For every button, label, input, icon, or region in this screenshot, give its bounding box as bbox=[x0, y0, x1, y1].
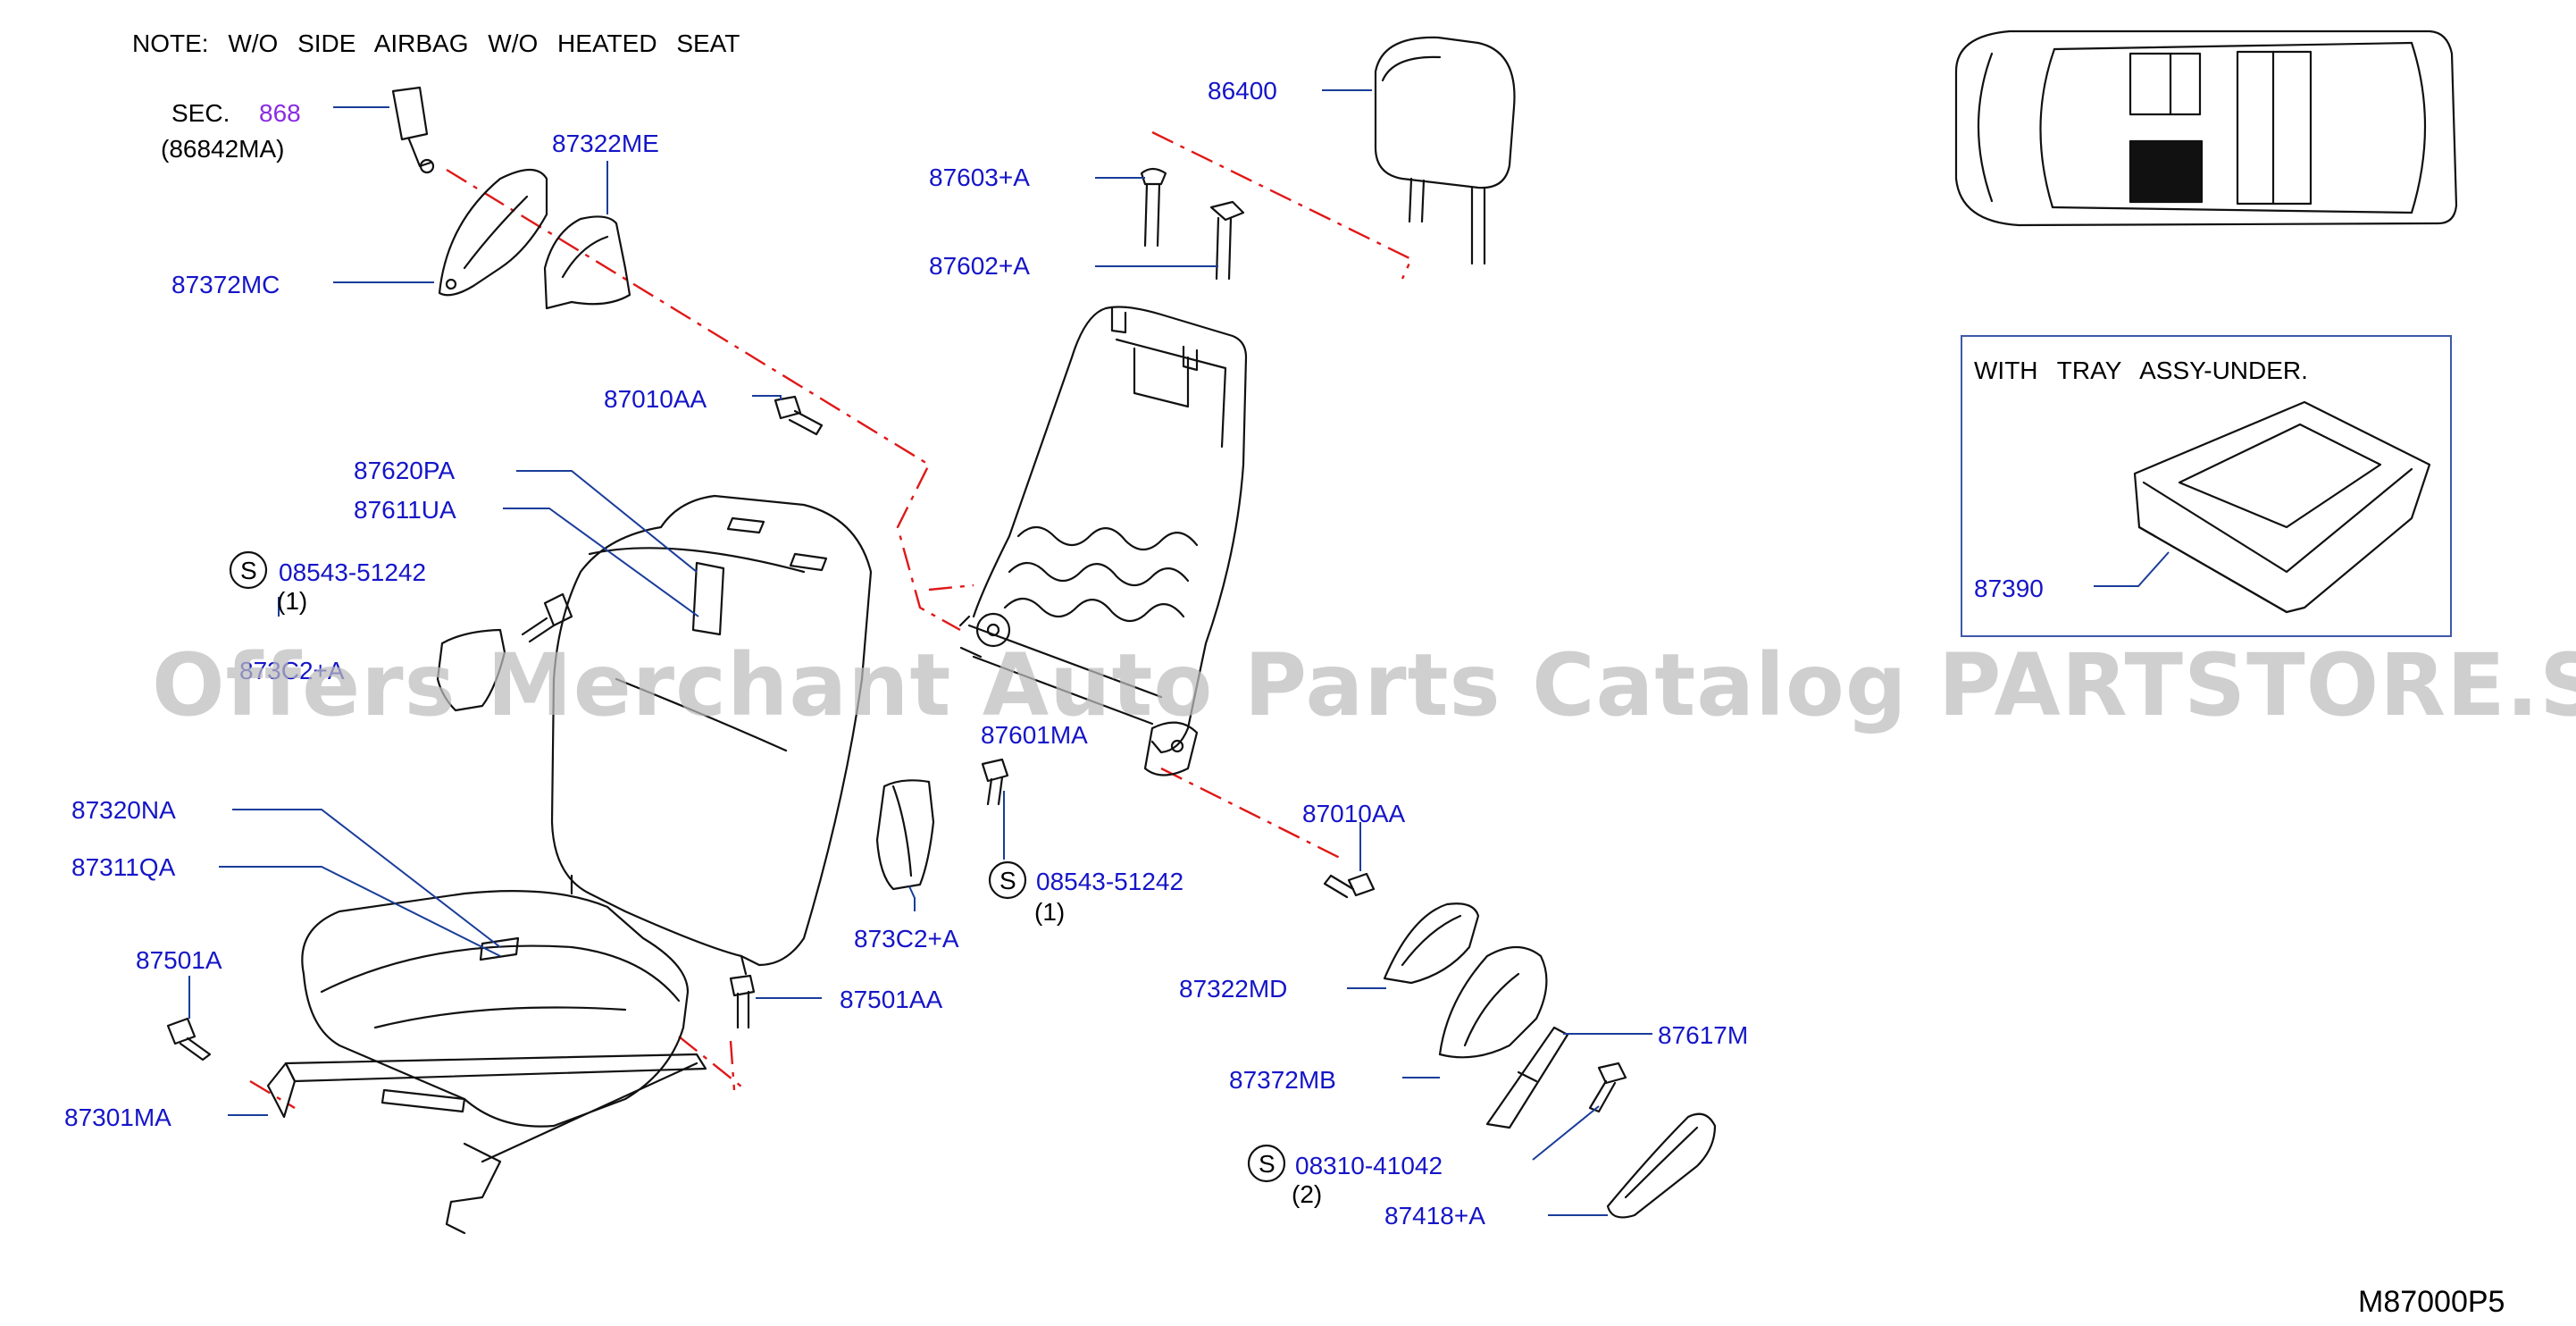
seatback-frame[interactable] bbox=[958, 306, 1248, 776]
screw-08543-mid[interactable] bbox=[981, 758, 1009, 806]
label-87372mb[interactable]: 87372MB bbox=[1229, 1066, 1336, 1094]
qty-08543-mid: (1) bbox=[1034, 898, 1065, 926]
screw-08310[interactable] bbox=[1588, 1062, 1627, 1113]
label-87601ma[interactable]: 87601MA bbox=[981, 721, 1088, 749]
label-87501a[interactable]: 87501A bbox=[136, 946, 222, 974]
label-87320na[interactable]: 87320NA bbox=[71, 796, 176, 824]
inner-cover-87372mc[interactable] bbox=[438, 168, 548, 297]
screw-symbol-bottom bbox=[1247, 1144, 1286, 1183]
part-labels: 86400 87603+A 87602+A 87322ME 87372MC 87… bbox=[64, 77, 2044, 1229]
label-87010aa-mid[interactable]: 87010AA bbox=[1302, 800, 1406, 827]
screw-symbol-mid-letter: S bbox=[999, 867, 1016, 894]
screw-symbol-top bbox=[229, 550, 268, 590]
note-text: NOTE: W/O SIDE AIRBAG W/O HEATED SEAT bbox=[132, 29, 740, 57]
tray-inset-box bbox=[1961, 335, 2452, 637]
bolt-87501a[interactable] bbox=[166, 1017, 212, 1062]
screw-08543-top[interactable] bbox=[521, 592, 573, 643]
under-tray-87390[interactable] bbox=[2133, 400, 2431, 614]
bolt-87010aa-top[interactable] bbox=[774, 395, 824, 436]
label-87501aa[interactable]: 87501AA bbox=[840, 986, 943, 1013]
label-86400[interactable]: 86400 bbox=[1208, 77, 1277, 105]
cover-873c2a[interactable] bbox=[875, 779, 935, 891]
label-08543-mid[interactable]: 08543-51242 bbox=[1036, 868, 1183, 895]
headrest-guide-parts[interactable] bbox=[1140, 167, 1245, 281]
qty-08543-top: (1) bbox=[277, 587, 307, 615]
screw-symbol-mid bbox=[988, 860, 1027, 900]
label-87301ma[interactable]: 87301MA bbox=[64, 1104, 171, 1131]
seat-rails[interactable] bbox=[266, 1053, 707, 1235]
label-87372mc[interactable]: 87372MC bbox=[171, 271, 280, 298]
sec-number-link[interactable]: 868 bbox=[259, 99, 301, 127]
label-08310[interactable]: 08310-41042 bbox=[1295, 1152, 1443, 1179]
vehicle-top-view bbox=[1954, 29, 2458, 227]
label-873c2a-hidden[interactable]: 873C2+A bbox=[239, 657, 345, 684]
label-87418a[interactable]: 87418+A bbox=[1384, 1202, 1485, 1229]
screw-symbol-top-letter: S bbox=[240, 557, 257, 584]
seat-belt-buckle[interactable] bbox=[391, 86, 435, 174]
qty-08310: (2) bbox=[1292, 1180, 1322, 1208]
label-873c2a[interactable]: 873C2+A bbox=[854, 925, 959, 953]
inset-title: WITH TRAY ASSY-UNDER. bbox=[1974, 357, 2308, 384]
label-87620pa[interactable]: 87620PA bbox=[354, 457, 455, 484]
bolt-87501aa[interactable] bbox=[729, 974, 756, 1029]
finisher-87322md[interactable] bbox=[1383, 902, 1480, 985]
seat-cushion[interactable] bbox=[301, 890, 690, 1128]
label-87010aa-top[interactable]: 87010AA bbox=[604, 385, 707, 413]
bolt-87010aa-mid[interactable] bbox=[1323, 872, 1376, 899]
sec-label: SEC. bbox=[171, 99, 230, 127]
headrest-part[interactable] bbox=[1374, 36, 1516, 265]
sec-reference: (86842MA) bbox=[161, 135, 285, 163]
label-87322me[interactable]: 87322ME bbox=[552, 130, 659, 157]
watermark-text: Offers Merchant Auto Parts Catalog PARTS… bbox=[152, 635, 2576, 735]
outer-cover-87372mb[interactable] bbox=[1438, 946, 1548, 1059]
label-08543-top[interactable]: 08543-51242 bbox=[279, 558, 426, 586]
centerlines bbox=[249, 130, 1413, 1110]
leader-lines bbox=[188, 89, 2170, 1216]
label-87603a[interactable]: 87603+A bbox=[929, 164, 1030, 191]
label-87322md[interactable]: 87322MD bbox=[1179, 975, 1287, 1003]
label-87617m[interactable]: 87617M bbox=[1658, 1021, 1748, 1049]
knob-cover-87418a[interactable] bbox=[1606, 1112, 1717, 1219]
label-87611ua[interactable]: 87611UA bbox=[354, 496, 456, 524]
seatback-cushion[interactable] bbox=[550, 494, 873, 976]
finisher-87322me[interactable] bbox=[543, 215, 631, 310]
label-87390[interactable]: 87390 bbox=[1974, 575, 2044, 602]
label-87311qa[interactable]: 87311QA bbox=[71, 853, 176, 881]
diagram-code: M87000P5 bbox=[2358, 1285, 2505, 1319]
bracket-87617m[interactable] bbox=[1485, 1026, 1569, 1129]
label-87602a[interactable]: 87602+A bbox=[929, 252, 1030, 280]
cover-873c2a-top[interactable] bbox=[436, 628, 506, 712]
screw-symbol-bottom-letter: S bbox=[1259, 1150, 1275, 1178]
